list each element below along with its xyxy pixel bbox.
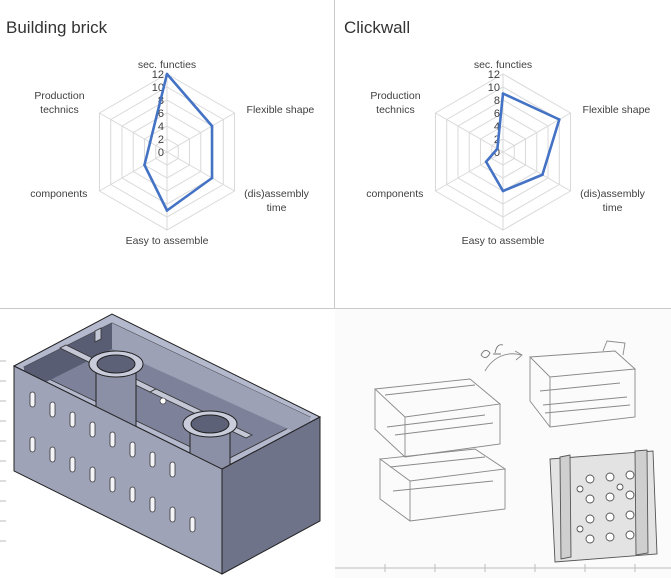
axis-category-label: time bbox=[603, 202, 623, 214]
data-point bbox=[501, 189, 505, 193]
axis-category-label: technics bbox=[40, 104, 79, 116]
data-point bbox=[165, 209, 169, 212]
axis-category-label: components bbox=[366, 188, 423, 200]
radar-spoke bbox=[166, 151, 235, 192]
axis-category-label: Production bbox=[34, 90, 84, 102]
axis-category-label: components bbox=[30, 188, 87, 200]
axis-category-label: time bbox=[267, 202, 287, 214]
axis-category-label: Easy to assemble bbox=[462, 235, 545, 247]
panel-divider-vertical bbox=[334, 0, 335, 308]
data-point bbox=[148, 140, 152, 144]
data-point bbox=[210, 124, 214, 128]
data-point bbox=[165, 72, 169, 76]
axis-category-label: (dis)assembly bbox=[244, 188, 310, 200]
tick-label: 10 bbox=[152, 82, 164, 94]
axis-category-label: Production bbox=[370, 90, 420, 102]
radar-spoke bbox=[502, 151, 571, 192]
tick-label: 8 bbox=[494, 95, 500, 107]
tick-label: 0 bbox=[158, 147, 164, 159]
tick-label: 0 bbox=[494, 147, 500, 159]
tick-label: 10 bbox=[488, 82, 500, 94]
data-point bbox=[501, 92, 505, 95]
radar-spoke bbox=[99, 151, 168, 192]
axis-category-label: Easy to assemble bbox=[126, 235, 209, 247]
tick-label: 12 bbox=[152, 69, 164, 81]
axis-category-label: sec. functies bbox=[474, 59, 532, 71]
axis-category-label: Flexible shape bbox=[583, 104, 651, 116]
radar-spoke bbox=[99, 112, 168, 153]
tick-label: 6 bbox=[158, 108, 164, 120]
data-point bbox=[210, 176, 214, 180]
tick-label: 12 bbox=[488, 69, 500, 81]
sketch-illustration bbox=[335, 309, 671, 578]
radar-spoke bbox=[435, 151, 504, 192]
axis-category-label: Flexible shape bbox=[247, 104, 315, 116]
tick-label: 2 bbox=[158, 134, 164, 146]
tick-label: 2 bbox=[494, 134, 500, 146]
data-point bbox=[541, 173, 544, 177]
axis-category-label: sec. functies bbox=[138, 59, 196, 71]
clickwall-sketches bbox=[335, 309, 671, 578]
axis-category-label: technics bbox=[376, 104, 415, 116]
brick-3d-render bbox=[0, 309, 334, 578]
data-point bbox=[484, 160, 488, 164]
tick-label: 6 bbox=[494, 108, 500, 120]
data-point bbox=[557, 118, 561, 121]
brick-render-illustration bbox=[0, 313, 322, 575]
chart-title: Clickwall bbox=[344, 18, 411, 37]
data-point bbox=[496, 147, 499, 151]
tick-label: 4 bbox=[494, 121, 500, 133]
panel-divider-horizontal bbox=[0, 308, 671, 309]
tick-label: 4 bbox=[158, 121, 164, 133]
chart-title: Building brick bbox=[6, 18, 108, 37]
radar-spoke bbox=[166, 112, 235, 153]
data-point bbox=[143, 163, 146, 167]
axis-category-label: (dis)assembly bbox=[580, 188, 646, 200]
radar-spoke bbox=[435, 112, 504, 153]
